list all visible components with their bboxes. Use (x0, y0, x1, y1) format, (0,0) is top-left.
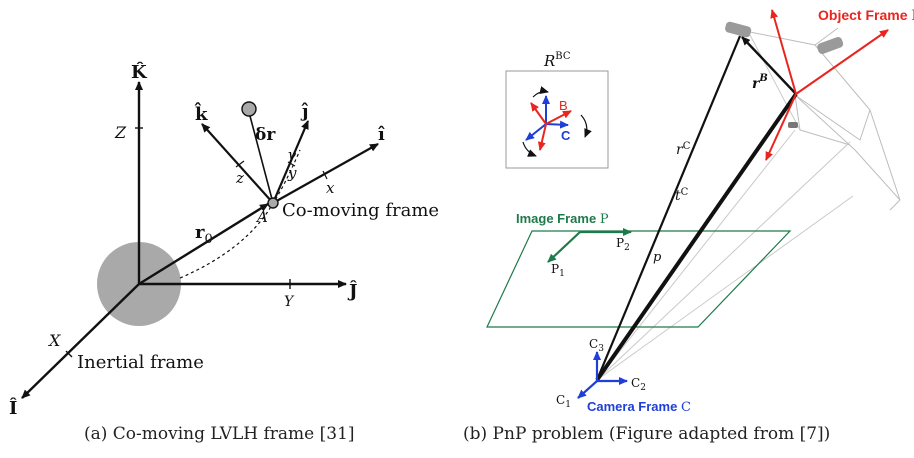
caption-a: (a) Co-moving LVLH frame [31] (84, 424, 355, 444)
object-axis-3 (765, 93, 797, 161)
deputy-satellite (241, 101, 257, 117)
label-t-C: tC (675, 187, 689, 204)
image-axis-P1 (547, 231, 581, 263)
label-p: p (653, 250, 662, 265)
axis-k-moving (201, 123, 274, 204)
r0-vector (138, 202, 269, 286)
image-plane (486, 230, 792, 328)
label-A: A (255, 208, 268, 226)
satellite-wireframe (739, 27, 901, 211)
label-image-frame: Image Frame P (516, 211, 609, 227)
r-B-vector (741, 36, 797, 95)
panel-a-co-moving-frame: K̂ Z k̂ δr ĵ î z y γ x A Co-moving frame… (9, 61, 439, 444)
label-J-hat: Ĵ (347, 279, 358, 302)
object-axis-1 (770, 9, 797, 95)
orbit-path (179, 149, 301, 279)
t-C-vector (595, 92, 798, 382)
projection-lines (596, 34, 854, 381)
label-K-hat: K̂ (131, 61, 148, 83)
label-z: z (235, 169, 244, 187)
label-j-hat: ĵ (300, 101, 309, 122)
r-C-vector (595, 35, 742, 381)
axis-I (21, 283, 140, 399)
object-axis-2 (795, 29, 889, 95)
label-C3: C3 (589, 337, 604, 354)
label-object-frame: Object Frame B (818, 7, 914, 24)
label-C1: C1 (556, 393, 571, 410)
label-inertial-frame: Inertial frame (77, 352, 204, 373)
label-R-BC: RBC (543, 51, 571, 70)
pnp-diagram: Object Frame B rB RBC B C rC tC Image Fr… (486, 7, 914, 415)
label-Z: Z (114, 123, 127, 142)
lvlh-diagram: K̂ Z k̂ δr ĵ î z y γ x A Co-moving frame… (9, 61, 439, 419)
delta-r-vector (249, 115, 274, 204)
caption-b: (b) PnP problem (Figure adapted from [7]… (463, 424, 831, 444)
label-Y: Y (284, 294, 295, 310)
label-camera-frame: Camera Frame C (587, 399, 691, 415)
satellite-thrusters (725, 21, 844, 128)
label-i-hat-moving: î (378, 124, 385, 145)
camera-axis-C1 (577, 380, 598, 399)
label-P2: P2 (616, 236, 630, 253)
panel-b-pnp-problem: Object Frame B rB RBC B C rC tC Image Fr… (460, 0, 914, 458)
axis-j-moving (271, 120, 310, 204)
label-gamma: γ (287, 146, 296, 164)
label-I-hat: Î (9, 396, 17, 419)
label-r0: r0 (195, 222, 213, 247)
point-A (267, 197, 279, 209)
label-X: X (47, 331, 61, 350)
axis-i-moving (272, 143, 379, 204)
label-y: y (287, 164, 297, 182)
label-P1: P1 (551, 262, 565, 279)
label-C2: C2 (631, 376, 646, 393)
label-delta-r: δr (255, 125, 276, 145)
label-k-hat: k̂ (194, 101, 208, 125)
label-x: x (326, 179, 335, 197)
label-r-B: rB (752, 73, 768, 92)
label-r-C: rC (676, 141, 691, 158)
label-inset-B: B (559, 98, 568, 113)
label-co-moving-frame: Co-moving frame (282, 200, 439, 221)
label-inset-C: C (561, 128, 571, 143)
rotation-inset (505, 70, 609, 169)
